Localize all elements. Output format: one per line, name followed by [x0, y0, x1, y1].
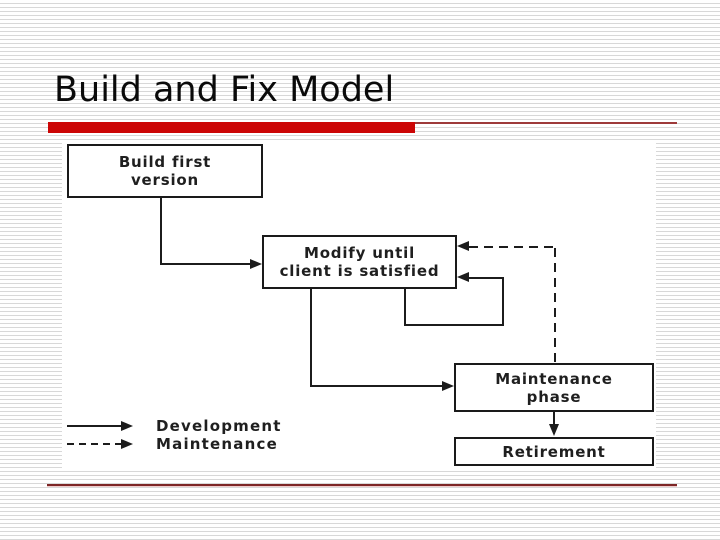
- arrowhead-down-icon: [549, 424, 559, 436]
- footer-rule-light: [47, 486, 677, 487]
- arrowhead-right-icon: [121, 421, 133, 431]
- box-label-line: Build first: [118, 153, 212, 171]
- arrowhead-right-icon: [250, 259, 262, 269]
- box-retirement: Retirement: [454, 437, 654, 466]
- box-maintenance-phase: Maintenance phase: [454, 363, 654, 412]
- box-label-line: phase: [526, 387, 582, 406]
- loop-return-line: [469, 277, 504, 279]
- connector-build-to-modify-horizontal: [160, 263, 250, 265]
- box-label-line: Retirement: [502, 442, 606, 461]
- title-accent-line: [415, 122, 677, 124]
- legend-dashed-line: [67, 443, 123, 445]
- box-label-line: Maintenance: [495, 369, 613, 388]
- connector-maintenance-to-retirement: [553, 412, 555, 426]
- legend-solid-line: [67, 425, 123, 427]
- legend-development-label: Development: [156, 417, 282, 435]
- footer-rule-dark: [47, 484, 677, 486]
- title-accent-bar: [48, 122, 415, 133]
- connector-build-to-modify-vertical: [160, 198, 162, 265]
- arrowhead-right-icon: [121, 439, 133, 449]
- loop-up-line: [502, 278, 504, 326]
- box-build-first-version: Build first version: [67, 144, 263, 198]
- box-label-line: version: [130, 171, 199, 189]
- arrowhead-left-icon: [457, 241, 469, 251]
- arrowhead-left-icon: [457, 272, 469, 282]
- loop-down-line: [404, 289, 406, 326]
- dashed-line-to-maintenance: [554, 248, 556, 363]
- box-modify-until-satisfied: Modify until client is satisfied: [262, 235, 457, 289]
- legend-maintenance-label: Maintenance: [156, 435, 278, 453]
- connector-modify-to-maintenance-horizontal: [310, 385, 442, 387]
- dashed-line-to-modify: [469, 246, 556, 248]
- connector-modify-to-maintenance-vertical: [310, 289, 312, 387]
- box-label-line: client is satisfied: [279, 262, 440, 280]
- slide-title: Build and Fix Model: [54, 70, 395, 110]
- box-label-line: Modify until: [303, 244, 416, 262]
- arrowhead-right-icon: [442, 381, 454, 391]
- loop-bottom-line: [404, 324, 504, 326]
